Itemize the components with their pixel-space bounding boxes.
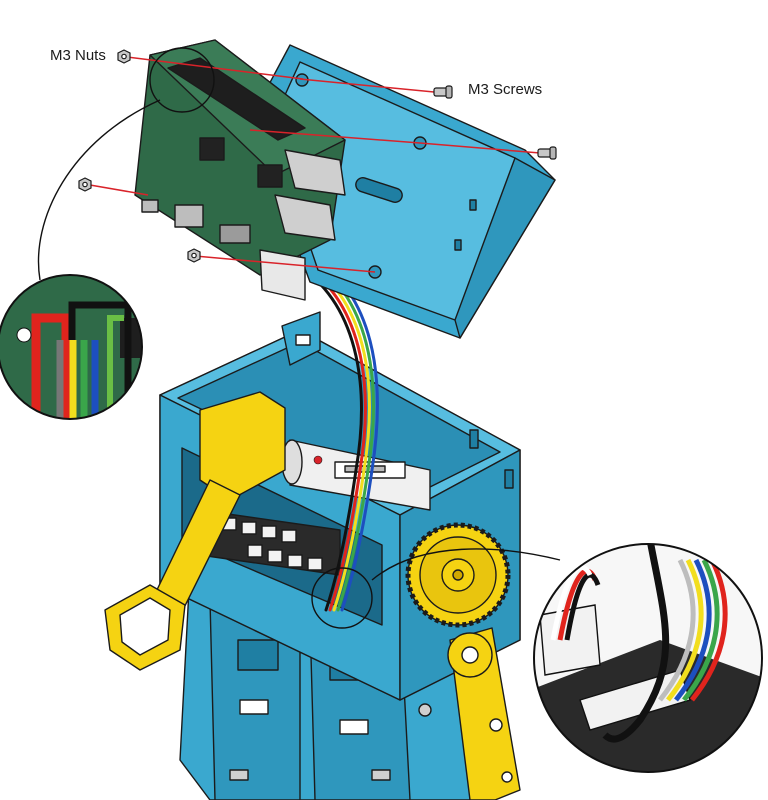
back-panel [249, 44, 556, 339]
nut-icon [78, 49, 201, 263]
screw-icon [433, 85, 557, 160]
pi-board [134, 39, 346, 301]
nuts-label: M3 Nuts [50, 47, 106, 64]
detail-callout-connector [311, 543, 763, 773]
screws-label: M3 Screws [468, 81, 543, 98]
detail-callout-header [0, 47, 215, 420]
robot-body [104, 311, 521, 800]
